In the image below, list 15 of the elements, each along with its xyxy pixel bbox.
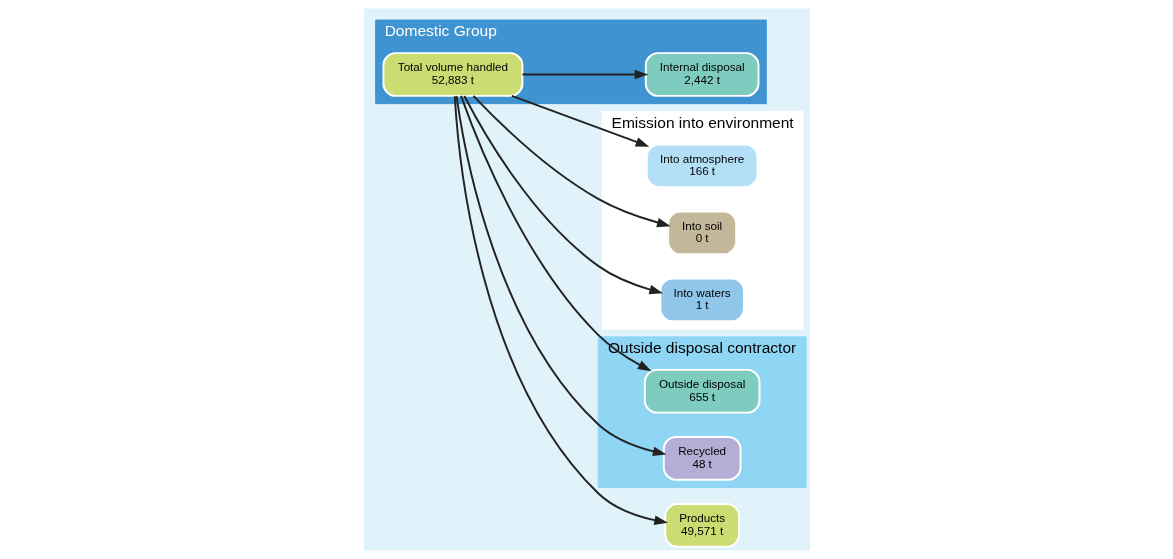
node-box: Into soil 0 t: [666, 210, 737, 256]
node-box: Into waters 1 t: [658, 277, 745, 323]
node-box: Into atmosphere 166 t: [645, 143, 758, 189]
arrow: [459, 94, 651, 372]
node-box: Total volume handled 52,883 t: [381, 52, 523, 97]
arrow: [510, 94, 649, 147]
arrow: [453, 95, 668, 525]
node-box: Recycled 48 t: [662, 435, 741, 481]
arrow: [520, 69, 648, 80]
arrow: [455, 95, 667, 457]
node-box: Internal disposal 2,442 t: [644, 52, 759, 97]
node-box: Outside disposal 655 t: [643, 368, 760, 414]
node-box: Products 49,571 t: [663, 503, 740, 548]
arrow: [462, 95, 663, 295]
arrow: [471, 94, 671, 228]
